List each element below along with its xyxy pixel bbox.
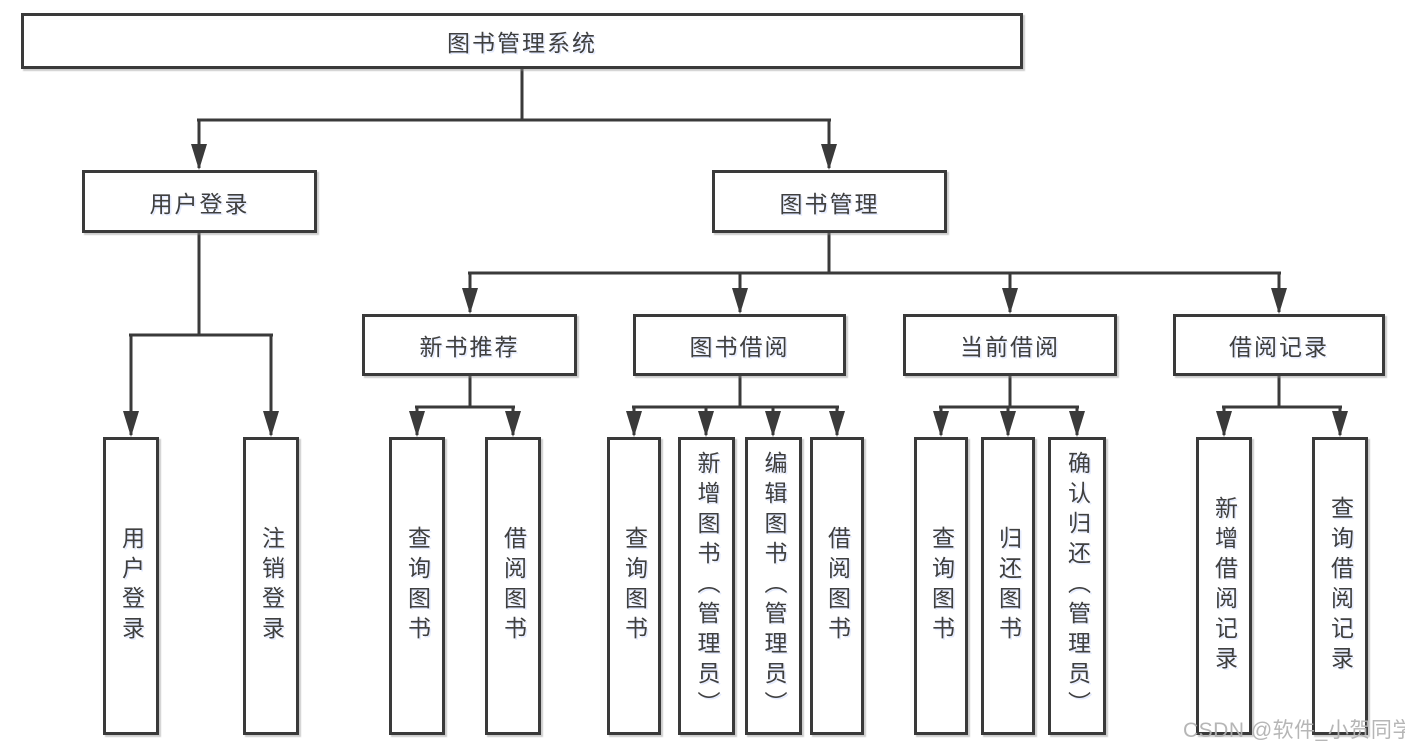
node-leaf-borrow-query-book: 查询图书 xyxy=(607,437,661,735)
node-leaf-add-borrow-record: 新增借阅记录 xyxy=(1196,437,1252,735)
node-label: 查询图书 xyxy=(928,526,955,646)
node-leaf-logout: 注销登录 xyxy=(243,437,299,735)
node-leaf-confirm-return-admin: 确认归还（管理员） xyxy=(1048,437,1106,735)
node-label: 借阅记录 xyxy=(1229,334,1329,360)
node-user-login: 用户登录 xyxy=(82,170,317,233)
node-label: 新增图书（管理员） xyxy=(694,451,720,721)
node-label: 图书管理 xyxy=(779,190,880,217)
node-leaf-recommend-borrow-book: 借阅图书 xyxy=(485,437,541,735)
node-leaf-edit-book-admin: 编辑图书（管理员） xyxy=(745,437,802,735)
node-label: 注销登录 xyxy=(258,526,285,646)
node-leaf-add-book-admin: 新增图书（管理员） xyxy=(678,437,735,735)
node-label: 编辑图书（管理员） xyxy=(761,451,787,721)
node-label: 图书管理系统 xyxy=(447,30,597,56)
node-label: 用户登录 xyxy=(149,190,250,217)
node-label: 新书推荐 xyxy=(419,334,520,360)
node-label: 用户登录 xyxy=(118,526,145,646)
node-leaf-user-login: 用户登录 xyxy=(103,437,159,735)
node-label: 借阅图书 xyxy=(824,526,851,646)
node-current-borrow: 当前借阅 xyxy=(903,314,1117,376)
node-book-borrow: 图书借阅 xyxy=(633,314,846,376)
node-label: 确认归还（管理员） xyxy=(1064,451,1091,721)
node-new-book-recommend: 新书推荐 xyxy=(362,314,577,376)
node-leaf-recommend-query-book: 查询图书 xyxy=(389,437,445,735)
node-borrow-record: 借阅记录 xyxy=(1173,314,1385,376)
node-leaf-current-query-book: 查询图书 xyxy=(914,437,968,735)
node-leaf-return-book: 归还图书 xyxy=(981,437,1035,735)
node-label: 借阅图书 xyxy=(500,526,527,646)
node-label: 归还图书 xyxy=(995,526,1022,646)
node-label: 新增借阅记录 xyxy=(1211,496,1238,676)
node-leaf-borrow-borrow-book: 借阅图书 xyxy=(810,437,864,735)
node-label: 查询图书 xyxy=(621,526,648,646)
tree-edges xyxy=(123,68,1348,437)
node-book-management: 图书管理 xyxy=(712,170,947,233)
node-leaf-query-borrow-record: 查询借阅记录 xyxy=(1312,437,1368,735)
node-library-management-system: 图书管理系统 xyxy=(21,13,1023,69)
node-label: 查询借阅记录 xyxy=(1327,496,1354,676)
node-label: 当前借阅 xyxy=(960,334,1060,360)
node-label: 图书借阅 xyxy=(689,334,790,360)
watermark: CSDN @软件_小贺同学 xyxy=(1183,719,1405,742)
node-label: 查询图书 xyxy=(404,526,431,646)
